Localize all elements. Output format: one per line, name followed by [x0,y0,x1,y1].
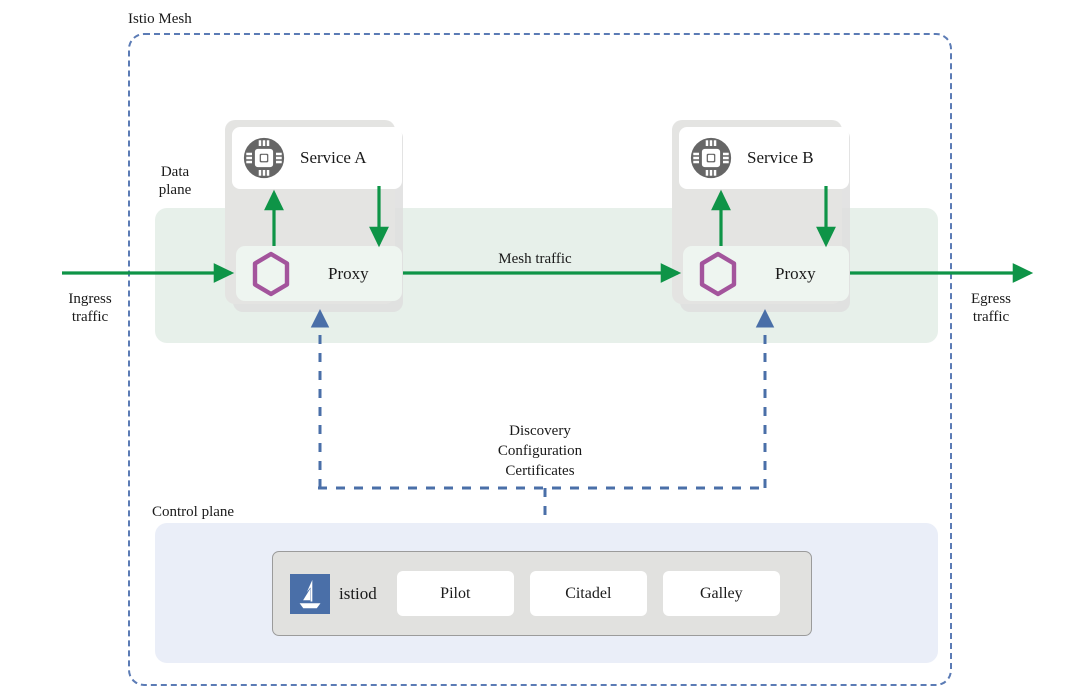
control-channel-label: Discovery Configuration Certificates [497,423,583,480]
component-label: Citadel [565,584,612,602]
hexagon-icon [252,251,290,296]
service-b-card[interactable]: Service B [679,127,849,189]
cpu-chip-icon [243,137,285,179]
proxy-a-label: Proxy [328,263,369,283]
data-plane-label: Data plane [158,164,192,199]
control-plane-component-galley[interactable]: Galley [662,571,780,616]
component-label: Galley [699,584,743,602]
control-plane-component-pilot[interactable]: Pilot [396,571,514,616]
istiod-panel[interactable]: istiod Pilot Citadel Galley [272,551,812,636]
istio-sail-logo-icon [290,573,330,614]
ingress-traffic-label: Ingress traffic [68,291,112,326]
cpu-chip-icon [690,137,732,179]
egress-traffic-label: Egress traffic [971,291,1011,326]
service-b-label: Service B [747,148,814,167]
component-label: Pilot [440,584,471,602]
control-plane-label: Control plane [152,504,235,520]
proxy-b-label: Proxy [775,263,816,283]
istio-mesh-boundary [128,33,952,686]
control-plane-component-citadel[interactable]: Citadel [529,571,647,616]
mesh-traffic-label: Mesh traffic [498,251,572,267]
service-a-label: Service A [300,148,367,167]
istio-mesh-title: Istio Mesh [128,11,192,27]
proxy-a-card[interactable]: Proxy [236,246,402,301]
service-a-card[interactable]: Service A [232,127,402,189]
hexagon-icon [699,251,737,296]
proxy-b-card[interactable]: Proxy [683,246,849,301]
pod-service-a[interactable]: Service A Proxy [225,120,403,312]
pod-service-b[interactable]: Service B Proxy [672,120,850,312]
istiod-label: istiod [339,583,377,603]
